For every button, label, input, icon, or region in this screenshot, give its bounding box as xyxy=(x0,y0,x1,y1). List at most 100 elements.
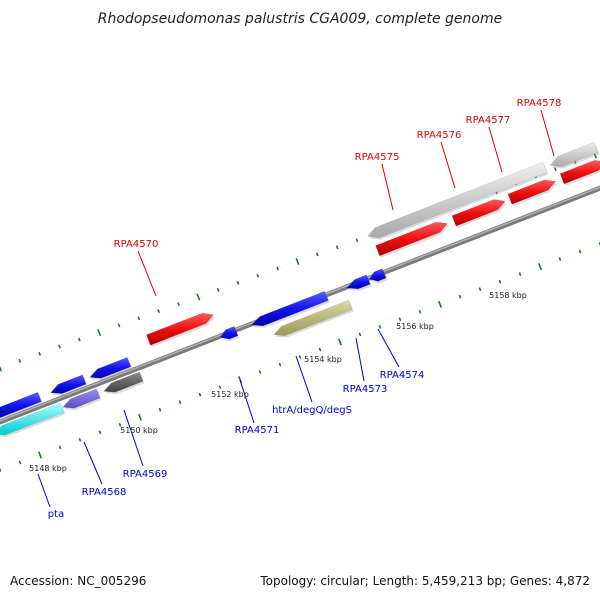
tick-mark xyxy=(398,317,402,322)
gene-label-rpa4568[interactable]: RPA4568 xyxy=(82,487,127,498)
leader-line xyxy=(137,250,157,297)
gene-label-rpa4577[interactable]: RPA4577 xyxy=(466,115,511,126)
tick-mark xyxy=(18,358,22,363)
ruler-label: 5152 kbp xyxy=(211,390,249,399)
tick-mark xyxy=(236,280,240,285)
label-leader-lines xyxy=(37,109,555,508)
tick-mark xyxy=(258,370,262,374)
tick-mark xyxy=(198,392,202,397)
ruler-label: 5154 kbp xyxy=(304,355,342,364)
leader-line xyxy=(239,379,255,424)
gene-rpa4574 xyxy=(368,268,387,282)
tick-mark xyxy=(278,362,282,367)
tick-mark xyxy=(358,332,362,337)
gene-pta xyxy=(0,402,65,436)
leader-line xyxy=(355,337,365,382)
tick-mark xyxy=(276,266,280,271)
gene-rpa4576 xyxy=(451,199,506,227)
tick-mark xyxy=(177,302,180,307)
tick-mark xyxy=(37,451,43,459)
gene-blue xyxy=(89,357,132,379)
leader-line xyxy=(381,163,394,211)
gene-label-rpa4574[interactable]: RPA4574 xyxy=(380,370,425,381)
tick-mark xyxy=(335,245,339,250)
leader-line xyxy=(377,328,400,368)
tick-mark xyxy=(478,287,482,292)
leader-line xyxy=(440,141,456,189)
gene-blue xyxy=(251,290,329,327)
leader-line xyxy=(295,355,313,403)
tick-mark xyxy=(216,287,220,292)
gene-feature-gray xyxy=(367,161,548,239)
tick-mark xyxy=(378,324,382,329)
tick-mark xyxy=(38,351,42,356)
tick-mark xyxy=(98,430,102,435)
topology-text: Topology: circular; Length: 5,459,213 bp… xyxy=(259,574,590,588)
accession-text: Accession: NC_005296 xyxy=(10,574,146,588)
gene-rpa4569 xyxy=(103,371,144,393)
tick-mark xyxy=(537,263,543,271)
map-title: Rhodopseudomonas palustris CGA009, compl… xyxy=(98,11,502,27)
gene-rpa4575 xyxy=(375,221,448,257)
leader-line xyxy=(540,109,555,157)
gene-rpa4573 xyxy=(346,274,371,290)
ruler-label: 5150 kbp xyxy=(120,426,158,435)
gene-label-pta[interactable]: pta xyxy=(48,509,64,520)
tick-mark xyxy=(78,437,82,442)
tick-mark xyxy=(578,249,582,254)
gene-feature-gray xyxy=(549,141,599,167)
gene-label-htra-degq-degs[interactable]: htrA/degQ/degS xyxy=(272,405,352,416)
tick-mark xyxy=(295,257,300,266)
gene-blue xyxy=(0,391,42,418)
gene-label-rpa4575[interactable]: RPA4575 xyxy=(355,152,400,163)
gene-label-rpa4570[interactable]: RPA4570 xyxy=(114,239,159,250)
tick-mark xyxy=(137,413,143,421)
tick-mark xyxy=(298,355,302,359)
ruler-label: 5158 kbp xyxy=(489,291,527,300)
tick-mark xyxy=(58,344,61,349)
tick-mark xyxy=(558,257,562,261)
tick-mark xyxy=(458,294,462,299)
tick-mark xyxy=(97,328,102,337)
gene-rpa4571 xyxy=(219,326,239,340)
gene-rpa4570 xyxy=(146,312,215,346)
tick-mark xyxy=(218,385,222,390)
tick-mark xyxy=(518,272,522,277)
tick-mark xyxy=(437,300,443,308)
ruler-label: 5148 kbp xyxy=(29,464,67,473)
gene-label-rpa4573[interactable]: RPA4573 xyxy=(343,384,388,395)
tick-mark xyxy=(178,400,182,405)
gene-features xyxy=(0,141,600,437)
gene-label-rpa4576[interactable]: RPA4576 xyxy=(417,130,462,141)
gene-blue xyxy=(50,374,87,394)
tick-mark xyxy=(58,445,62,450)
gene-label-rpa4578[interactable]: RPA4578 xyxy=(517,98,562,109)
tick-mark xyxy=(0,468,2,472)
leader-line xyxy=(488,126,503,173)
tick-mark xyxy=(117,323,121,328)
leader-line xyxy=(123,409,144,467)
leader-line xyxy=(37,473,51,508)
tick-mark xyxy=(118,422,122,427)
tick-mark xyxy=(355,238,359,243)
tick-mark xyxy=(77,337,81,342)
gene-rpa4568 xyxy=(62,388,101,409)
tick-mark xyxy=(318,347,322,352)
tick-mark xyxy=(157,309,161,314)
gene-label-rpa4569[interactable]: RPA4569 xyxy=(123,469,168,480)
tick-mark xyxy=(137,316,141,321)
gene-htra-degq-degs xyxy=(273,299,353,336)
tick-mark xyxy=(0,365,3,372)
gene-label-rpa4571[interactable]: RPA4571 xyxy=(235,425,280,436)
tick-mark xyxy=(498,279,502,284)
gene-rpa4577 xyxy=(507,179,557,205)
tick-mark xyxy=(553,167,557,172)
tick-mark xyxy=(256,273,260,278)
leader-line xyxy=(83,441,103,485)
tick-mark xyxy=(337,338,343,346)
tick-mark xyxy=(315,252,319,257)
tick-mark xyxy=(418,309,422,314)
ruler-label: 5156 kbp xyxy=(396,322,434,331)
gene-rpa4578 xyxy=(559,160,600,185)
